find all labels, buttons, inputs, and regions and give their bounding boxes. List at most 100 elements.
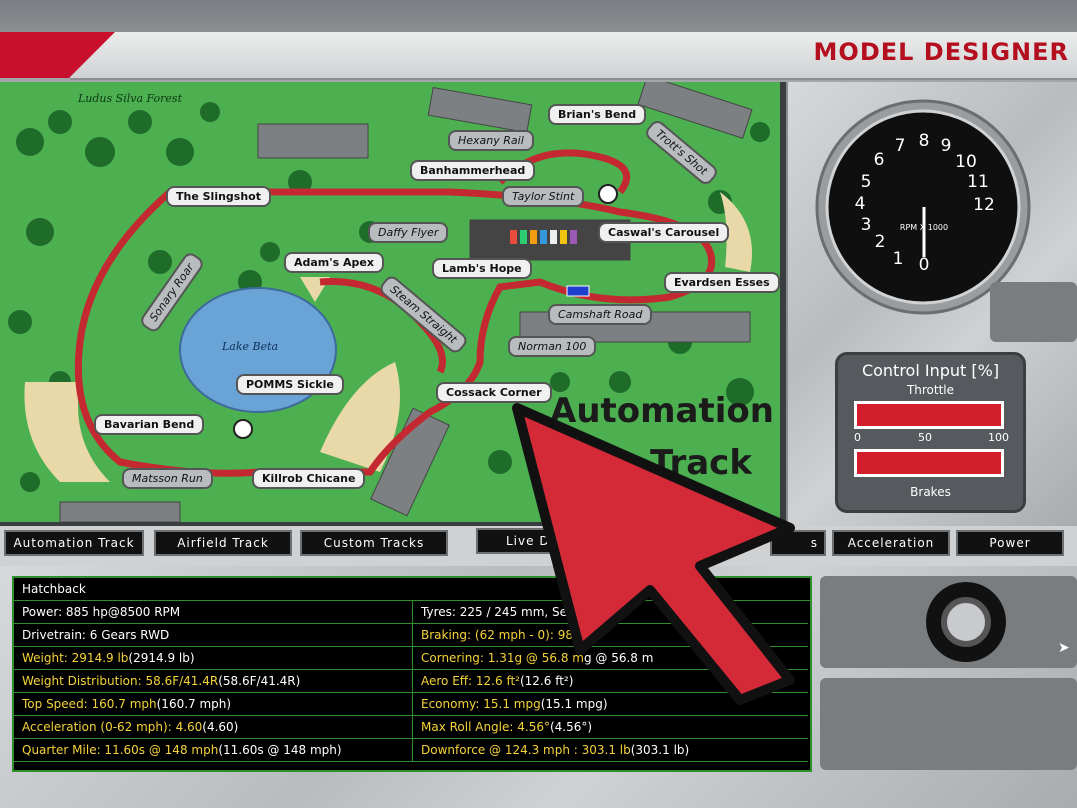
track-map[interactable]: Automation Track Ludus Silva Forest Lake… (0, 75, 780, 523)
straight-label: Matsson Run (122, 468, 213, 489)
stat-value-actual: (4.60) (202, 720, 239, 734)
gauge-tick: 12 (973, 195, 995, 215)
gauge-tick: 0 (919, 255, 930, 275)
stat-row: Economy: 15.1 mpg (15.1 mpg) (413, 693, 808, 716)
gauge-tick: 2 (875, 232, 886, 252)
stat-row: Acceleration (0-62 mph): 4.60 (4.60) (14, 716, 412, 739)
stat-value-actual: (4.56°) (549, 720, 593, 734)
title-strip (70, 32, 1077, 80)
corner-label: Brian's Bend (548, 104, 647, 125)
gauge-tick: 3 (861, 215, 872, 235)
stat-value: Weight: 2914.9 lb (22, 651, 129, 665)
corner-label: Evardsen Esses (664, 272, 780, 293)
track-name-line2: Track (650, 443, 753, 483)
lake-label: Lake Beta (221, 340, 278, 353)
stat-value: Quarter Mile: 11.60s @ 148 mph (22, 743, 219, 757)
engine-preview-panel (820, 576, 1077, 668)
stat-value: Drivetrain: 6 Gears RWD (22, 628, 170, 642)
stat-value: Acceleration (0-62 mph): 4.60 (22, 720, 203, 734)
straight-label: Daffy Flyer (368, 222, 449, 243)
stat-value-actual: g @ 56.8 m (583, 651, 654, 665)
rpm-gauge: 0 1 2 3 4 5 6 7 8 9 10 11 12 RPM X 1000 (815, 99, 1077, 342)
stat-value-actual: (15.1 mpg) (540, 697, 608, 711)
tab-airfield-track[interactable]: Airfield Track (154, 530, 292, 556)
straight-label: Norman 100 (508, 336, 597, 357)
stat-value: Economy: 15.1 mpg (421, 697, 541, 711)
corner-label: Lamb's Hope (432, 258, 532, 279)
throttle-scale: 0 50 100 (854, 431, 1009, 444)
tab-power[interactable]: Power (956, 530, 1064, 556)
stat-value-actual: (12.6 ft²) (519, 674, 574, 688)
straight-label: Taylor Stint (502, 186, 585, 207)
stat-value: Power: 885 hp@8500 RPM (22, 605, 181, 619)
corner-label: The Slingshot (166, 186, 271, 207)
track-name: Automation (550, 391, 774, 431)
tab-custom-tracks[interactable]: Custom Tracks (300, 530, 448, 556)
gauge-tick: 6 (874, 150, 885, 170)
brakes-bar (854, 449, 1004, 477)
sand-traps (24, 192, 752, 482)
throttle-label: Throttle (906, 383, 955, 397)
straight-label: Hexany Rail (448, 130, 534, 151)
straight-label: Camshaft Road (548, 304, 653, 325)
corner-label: Bavarian Bend (94, 414, 205, 435)
forest-label: Ludus Silva Forest (77, 92, 183, 105)
corner-label: Cossack Corner (436, 382, 552, 403)
corner-label: Killrob Chicane (252, 468, 366, 489)
control-input-panel: Control Input [%] Throttle 0 50 100 Brak… (835, 352, 1026, 513)
stat-value-actual: (11.60s @ 148 mph) (218, 743, 342, 757)
stat-value: Braking: (62 mph - 0): 98 (421, 628, 573, 642)
stat-row: Aero Eff: 12.6 ft² (12.6 ft²) (413, 670, 808, 693)
pit-markers (510, 230, 577, 244)
stat-row: Weight Distribution: 58.6F/41.4R (58.6F/… (14, 670, 412, 693)
stat-row: Drivetrain: 6 Gears RWD (14, 624, 412, 647)
corner-label: Banhammerhead (410, 160, 536, 181)
tab-automation-track[interactable]: Automation Track (4, 530, 144, 556)
stat-row: Tyres: 225 / 245 mm, Se (413, 601, 808, 624)
gauge-tick: 4 (855, 194, 866, 214)
brakes-label: Brakes (910, 485, 951, 499)
stat-value: Downforce @ 124.3 mph : 303.1 lb (421, 743, 631, 757)
tab-partial[interactable]: s (770, 530, 826, 556)
stat-row: Max Roll Angle: 4.56° (4.56°) (413, 716, 808, 739)
stats-table: Hatchback Power: 885 hp@8500 RPM Drivetra… (12, 576, 812, 772)
stat-value-actual: (303.1 lb) (630, 743, 690, 757)
control-input-title: Control Input [%] (861, 361, 1000, 380)
tab-row: Automation Track Airfield Track Custom T… (0, 526, 1077, 566)
stat-row: Top Speed: 160.7 mph (160.7 mph) (14, 693, 412, 716)
stats-header: Hatchback (14, 578, 810, 601)
gauge-tick: 10 (955, 152, 977, 172)
blank-panel (820, 678, 1077, 770)
stat-value: Max Roll Angle: 4.56° (421, 720, 550, 734)
timer-icon (233, 419, 253, 439)
mouse-cursor-icon: ➤ (1058, 640, 1070, 656)
stat-value: Weight Distribution: 58.6F/41.4R (22, 674, 219, 688)
car-marker (566, 285, 590, 297)
gauge-tick: 11 (967, 172, 989, 192)
gauge-tick: 1 (893, 249, 904, 269)
stat-row: Downforce @ 124.3 mph : 303.1 lb (303.1 … (413, 739, 808, 762)
gauge-tick: 9 (941, 136, 952, 156)
gauge-tick: 7 (895, 136, 906, 156)
timer-icon (598, 184, 618, 204)
stat-value: Tyres: 225 / 245 mm, Se (421, 605, 568, 619)
throttle-bar (854, 401, 1004, 429)
stat-value-actual: (2914.9 lb) (128, 651, 195, 665)
stat-row: Quarter Mile: 11.60s @ 148 mph (11.60s @… (14, 739, 412, 762)
tab-acceleration[interactable]: Acceleration (832, 530, 950, 556)
stat-value-actual: (160.7 mph) (156, 697, 232, 711)
wheel-icon (926, 582, 1006, 662)
stat-row: Power: 885 hp@8500 RPM (14, 601, 412, 624)
gauge-tick: 8 (919, 131, 930, 151)
tab-live-data[interactable]: Live D (476, 528, 566, 554)
corner-label: Adam's Apex (284, 252, 384, 273)
stat-row: Weight: 2914.9 lb (2914.9 lb) (14, 647, 412, 670)
corner-label: POMMS Sickle (236, 374, 344, 395)
stat-value: Aero Eff: 12.6 ft² (421, 674, 520, 688)
gauge-tick: 5 (861, 172, 872, 192)
stat-value: Cornering: 1.31g @ 56.8 m (421, 651, 584, 665)
stat-value: Top Speed: 160.7 mph (22, 697, 157, 711)
page-title: MODEL DESIGNER (813, 38, 1069, 66)
